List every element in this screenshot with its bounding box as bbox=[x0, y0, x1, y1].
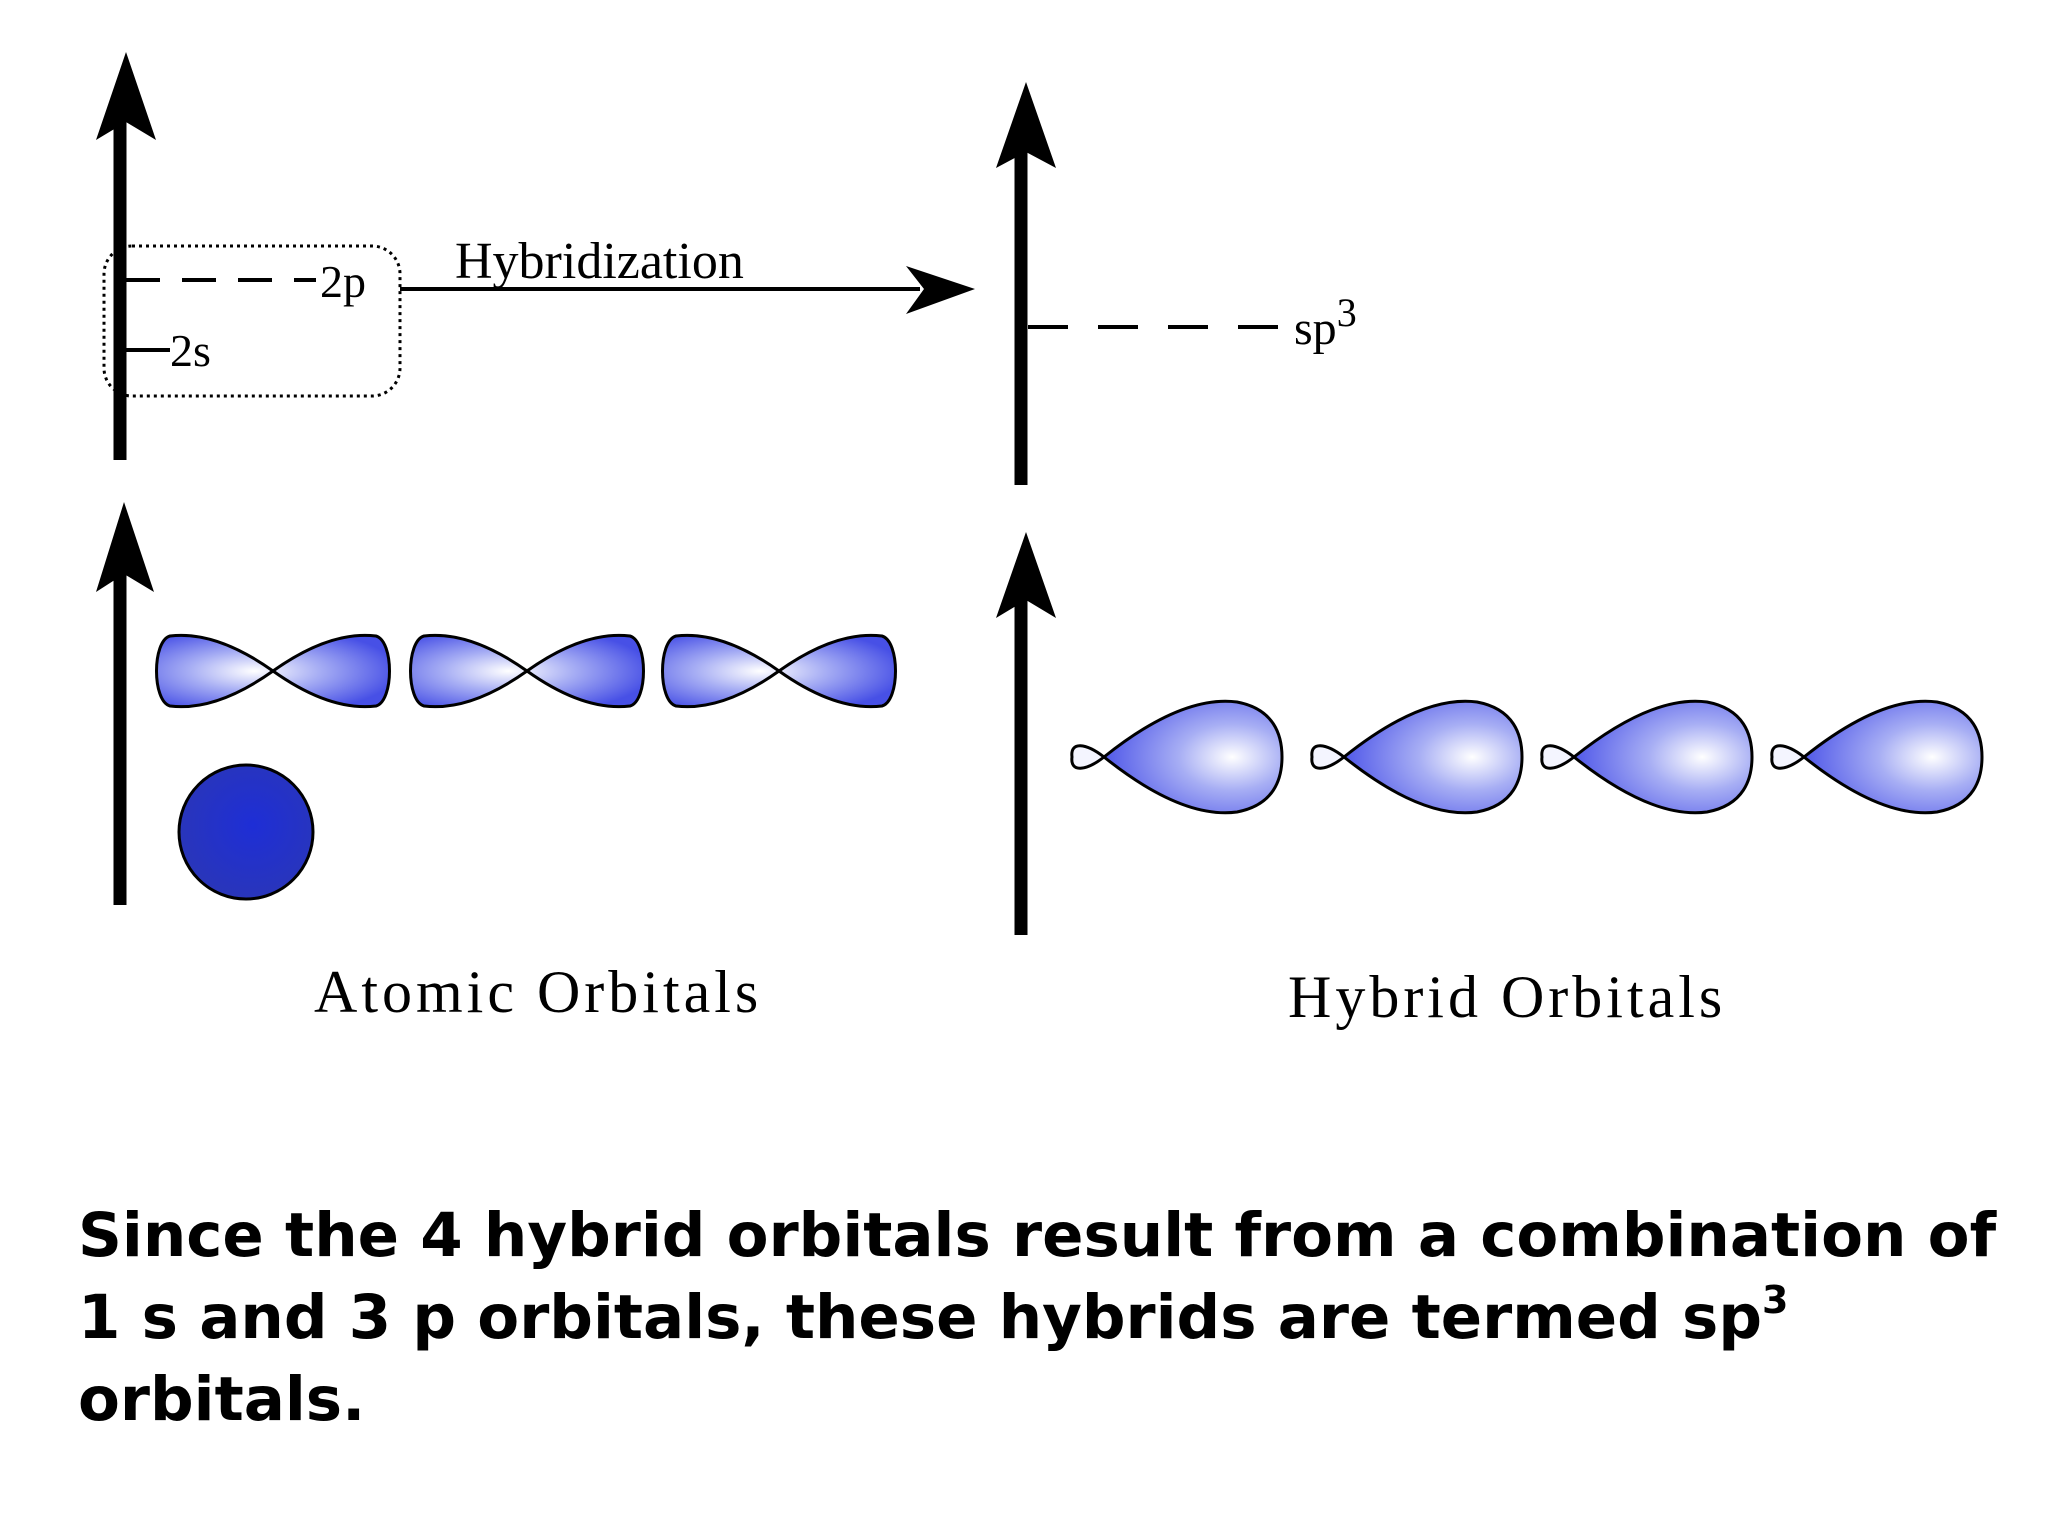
p-orbital-icon bbox=[409, 633, 645, 709]
orbital-energy-axis-icon bbox=[96, 502, 154, 905]
explanation-caption: Since the 4 hybrid orbitals result from … bbox=[78, 1195, 2018, 1441]
caption-text: Since the 4 hybrid orbitals result from … bbox=[78, 1200, 1997, 1353]
hybrid-energy-axis-icon bbox=[996, 82, 1056, 485]
hybridization-label: Hybridization bbox=[455, 233, 744, 290]
hybrid-orbital-energy-axis-icon bbox=[996, 532, 1056, 935]
sp3-hybrid-orbital-icon bbox=[1540, 699, 1754, 815]
sp3-hybrid-orbital-icon bbox=[1770, 699, 1984, 815]
p-orbital-icon bbox=[155, 633, 391, 709]
atomic-energy-axis-icon bbox=[96, 52, 156, 460]
caption-text-end: orbitals. bbox=[78, 1364, 366, 1435]
p-orbital-icon bbox=[661, 633, 897, 709]
sp3-level-label: sp3 bbox=[1294, 290, 1357, 355]
atomic-levels-box bbox=[102, 244, 402, 398]
s-orbital-icon bbox=[177, 763, 315, 901]
2s-level-label: 2s bbox=[170, 325, 211, 376]
atomic-orbitals-title: Atomic Orbitals bbox=[314, 959, 762, 1025]
caption-superscript: 3 bbox=[1762, 1277, 1789, 1322]
sp3-hybrid-orbital-icon bbox=[1310, 699, 1524, 815]
sp3-hybrid-orbital-icon bbox=[1070, 699, 1284, 815]
hybridization-arrow-icon bbox=[400, 266, 975, 314]
hybrid-orbitals-title: Hybrid Orbitals bbox=[1288, 964, 1726, 1030]
2p-level-label: 2p bbox=[320, 256, 366, 307]
